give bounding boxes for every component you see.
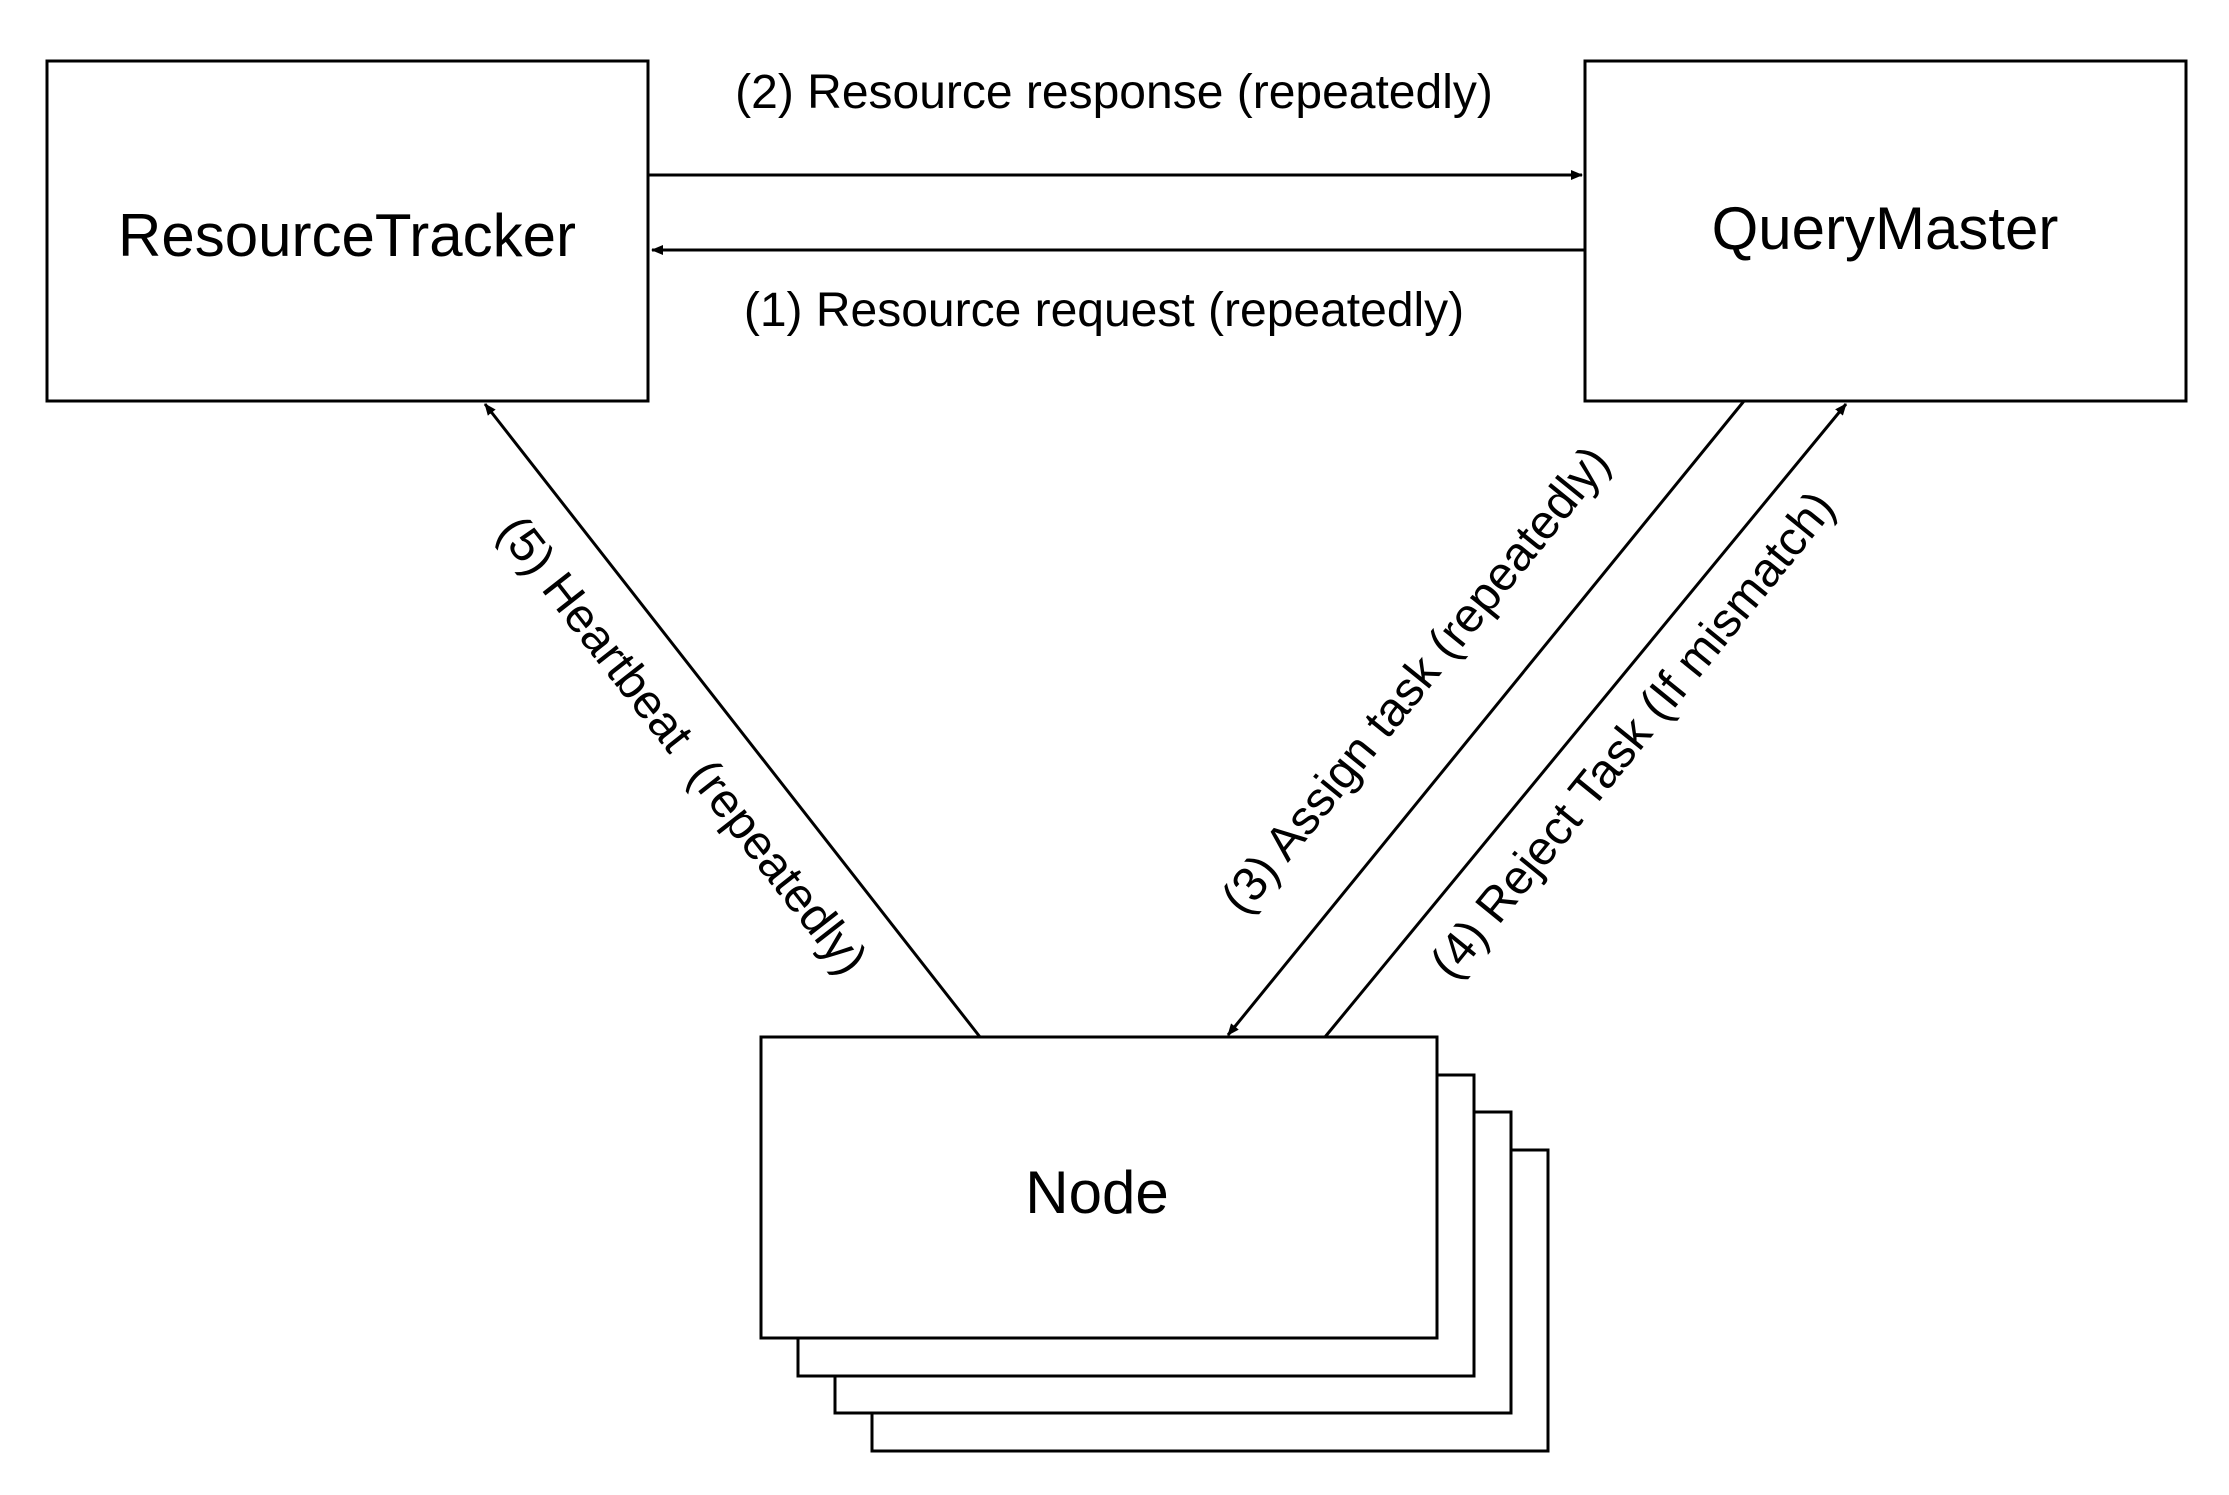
heartbeat-label: (5) Heartbeat (repeatedly)	[487, 506, 877, 984]
node-front	[759, 1035, 1439, 1340]
edge-heartbeat: (5) Heartbeat (repeatedly)	[483, 403, 982, 1038]
edge-resource-request: (1) Resource request (repeatedly)	[651, 245, 1585, 337]
resource-tracker-node: ResourceTracker	[45, 59, 650, 403]
node-label: Node	[1025, 1159, 1168, 1226]
assign-task-arrow	[1226, 400, 1746, 1036]
resource-request-label: (1) Resource request (repeatedly)	[744, 284, 1464, 337]
edge-resource-response: (2) Resource response (repeatedly)	[648, 66, 1583, 180]
query-master-node: QueryMaster	[1583, 59, 2188, 403]
resource-tracker-label: ResourceTracker	[118, 202, 576, 269]
resource-response-label: (2) Resource response (repeatedly)	[735, 66, 1493, 119]
reject-task-arrow	[1323, 403, 1848, 1038]
node-stack: Node	[759, 1035, 1550, 1453]
query-master-label: QueryMaster	[1712, 195, 2059, 262]
heartbeat-arrow	[483, 403, 982, 1038]
